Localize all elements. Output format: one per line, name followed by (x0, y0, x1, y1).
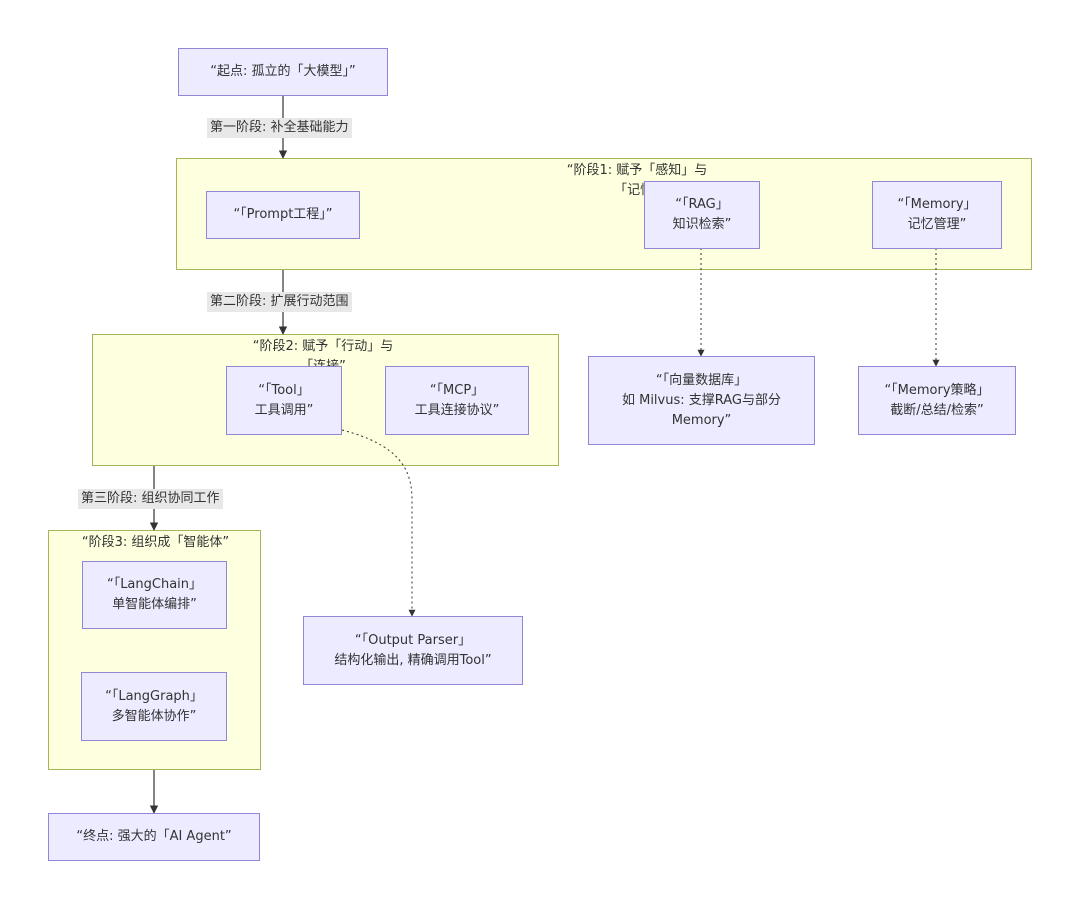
node-mcp-label: “「MCP」 工具连接协议” (414, 382, 500, 418)
node-end[interactable]: “终点: 强大的「AI Agent” (48, 813, 260, 861)
node-langchain-label: “「LangChain」 单智能体编排” (106, 577, 203, 612)
node-output-parser[interactable]: “「Output Parser」 结构化输出, 精确调用Tool” (303, 616, 523, 685)
node-memory-label: “「Memory」 记忆管理” (897, 197, 977, 232)
node-prompt-engineering[interactable]: “「Prompt工程」” (206, 191, 360, 239)
edge-label-phase-2: 第二阶段: 扩展行动范围 (207, 292, 352, 312)
node-rag-label: “「RAG」 知识检索” (672, 197, 732, 232)
node-langgraph-label: “「LangGraph」 多智能体协作” (105, 688, 203, 724)
node-langgraph[interactable]: “「LangGraph」 多智能体协作” (81, 672, 227, 741)
node-vector-database[interactable]: “「向量数据库」 如 Milvus: 支撑RAG与部分 Memory” (588, 356, 815, 445)
node-start-label: “起点: 孤立的「大模型」” (210, 64, 356, 79)
node-rag[interactable]: “「RAG」 知识检索” (644, 181, 760, 249)
node-tool-label: “「Tool」 工具调用” (254, 382, 314, 418)
node-memory-strategy-label: “「Memory策略」 截断/总结/检索” (884, 382, 990, 418)
node-prompt-engineering-label: “「Prompt工程」” (233, 207, 333, 222)
node-end-label: “终点: 强大的「AI Agent” (76, 829, 232, 844)
node-langchain[interactable]: “「LangChain」 单智能体编排” (82, 561, 227, 629)
node-memory[interactable]: “「Memory」 记忆管理” (872, 181, 1002, 249)
node-memory-strategy[interactable]: “「Memory策略」 截断/总结/检索” (858, 366, 1016, 435)
edge-label-phase-1: 第一阶段: 补全基础能力 (207, 118, 352, 138)
edge-label-phase-3: 第三阶段: 组织协同工作 (78, 489, 223, 509)
edge-tool-to-output-parser (341, 429, 416, 617)
node-tool[interactable]: “「Tool」 工具调用” (226, 366, 342, 435)
cluster-stage-3-title: “阶段3: 组织成「智能体” (81, 535, 230, 550)
node-mcp[interactable]: “「MCP」 工具连接协议” (385, 366, 529, 435)
node-start[interactable]: “起点: 孤立的「大模型」” (178, 48, 388, 96)
node-vector-database-label: “「向量数据库」 如 Milvus: 支撑RAG与部分 Memory” (621, 372, 782, 428)
node-output-parser-label: “「Output Parser」 结构化输出, 精确调用Tool” (334, 632, 492, 668)
